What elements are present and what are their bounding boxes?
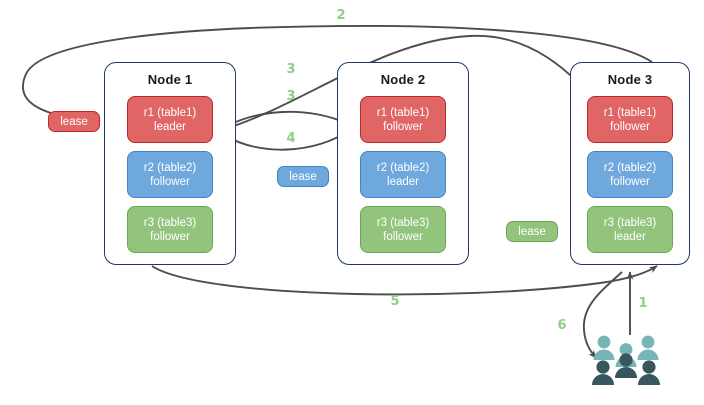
- users-icon-back-row: [593, 335, 659, 367]
- node-2-replica-r2-name: r2 (table2): [376, 161, 430, 174]
- node-2-replica-r3-name: r3 (table3): [376, 216, 430, 229]
- node-2-replica-r2-role: leader: [387, 175, 419, 188]
- node-2-replica-r1: r1 (table1) follower: [360, 96, 446, 143]
- step-label-6: 6: [552, 318, 572, 333]
- arrow-step-3-node2: [219, 110, 349, 131]
- node-1-replica-r1: r1 (table1) leader: [127, 96, 213, 143]
- node-1-replica-r3: r3 (table3) follower: [127, 206, 213, 253]
- node-2-replica-r3: r3 (table3) follower: [360, 206, 446, 253]
- node-2-title: Node 2: [380, 72, 426, 87]
- lease-badge-red: lease: [48, 111, 100, 132]
- node-2-replica-r2: r2 (table2) leader: [360, 151, 446, 198]
- node-2-replica-r1-role: follower: [383, 120, 423, 133]
- node-1-replica-r1-name: r1 (table1): [143, 106, 197, 119]
- node-3-replica-r2: r2 (table2) follower: [587, 151, 673, 198]
- node-3-replica-r1-role: follower: [610, 120, 650, 133]
- step-1-text: 1: [638, 296, 648, 311]
- step-label-3-b: 3: [281, 89, 301, 104]
- node-3-replica-r1: r1 (table1) follower: [587, 96, 673, 143]
- node-3-replica-r3-role: leader: [614, 230, 646, 243]
- users-icon: [592, 335, 660, 385]
- step-6-text: 6: [557, 318, 567, 333]
- node-1-title: Node 1: [147, 72, 193, 87]
- arrow-step-5: [151, 265, 658, 296]
- step-label-2: 2: [331, 8, 351, 23]
- lease-blue-label: lease: [289, 170, 317, 183]
- step-5-text: 5: [390, 294, 400, 309]
- node-3-replica-r3: r3 (table3) leader: [587, 206, 673, 253]
- lease-red-label: lease: [60, 115, 88, 128]
- node-1-replica-r2-name: r2 (table2): [143, 161, 197, 174]
- step-4-text: 4: [286, 131, 296, 146]
- node-3-replica-r2-name: r2 (table2): [603, 161, 657, 174]
- node-1-replica-r3-role: follower: [150, 230, 190, 243]
- step-3b-text: 3: [286, 89, 296, 104]
- step-2-text: 2: [336, 8, 346, 23]
- lease-green-label: lease: [518, 225, 546, 238]
- step-label-1: 1: [633, 296, 653, 311]
- node-box-3: Node 3 r1 (table1) follower r2 (table2) …: [570, 62, 690, 265]
- node-2-replica-r3-role: follower: [383, 230, 423, 243]
- node-1-replica-r2-role: follower: [150, 175, 190, 188]
- lease-badge-green: lease: [506, 221, 558, 242]
- step-label-4: 4: [281, 131, 301, 146]
- step-3a-text: 3: [286, 62, 296, 77]
- node-1-replica-r3-name: r3 (table3): [143, 216, 197, 229]
- node-3-replica-r3-name: r3 (table3): [603, 216, 657, 229]
- node-1-replica-r2: r2 (table2) follower: [127, 151, 213, 198]
- step-label-3-a: 3: [281, 62, 301, 77]
- node-2-replica-r1-name: r1 (table1): [376, 106, 430, 119]
- node-3-replica-r2-role: follower: [610, 175, 650, 188]
- node-3-title: Node 3: [607, 72, 653, 87]
- node-box-2: Node 2 r1 (table1) follower r2 (table2) …: [337, 62, 469, 265]
- step-label-5: 5: [385, 294, 405, 309]
- node-3-replica-r1-name: r1 (table1): [603, 106, 657, 119]
- lease-badge-blue: lease: [277, 166, 329, 187]
- users-icon-front-row: [592, 353, 660, 385]
- node-box-1: Node 1 r1 (table1) leader r2 (table2) fo…: [104, 62, 236, 265]
- node-1-replica-r1-role: leader: [154, 120, 186, 133]
